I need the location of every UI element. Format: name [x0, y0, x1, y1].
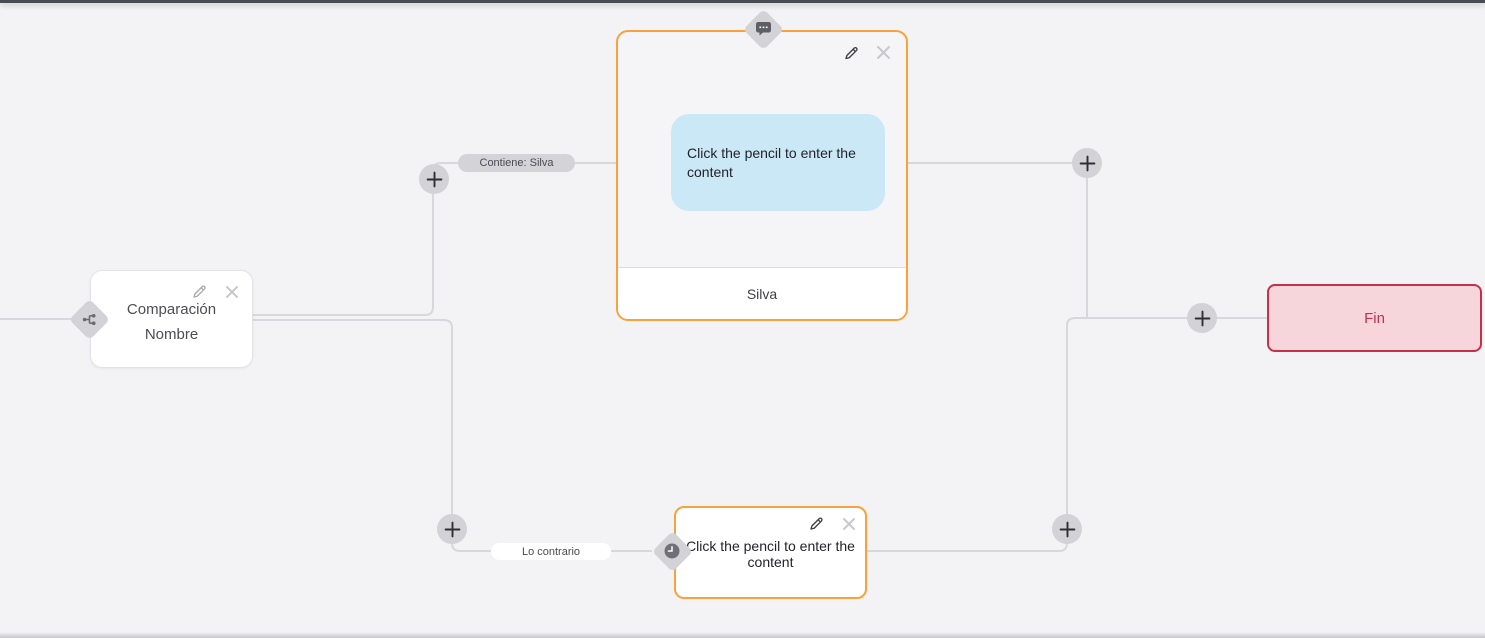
add-step-button-top-branch[interactable]: [419, 164, 449, 194]
close-icon[interactable]: [223, 283, 240, 300]
clock-icon: [664, 543, 680, 559]
edit-pencil-icon[interactable]: [808, 515, 825, 532]
message-footer: Silva: [618, 267, 906, 319]
plus-icon: [444, 521, 460, 537]
edge-label-otherwise-text: Lo contrario: [521, 545, 581, 558]
wire-condition-to-wait: [253, 319, 652, 552]
close-icon[interactable]: [840, 515, 857, 532]
message-footer-label: Silva: [746, 285, 778, 302]
plus-icon: [1079, 155, 1095, 171]
branch-icon: [82, 313, 96, 325]
close-icon[interactable]: [875, 44, 892, 61]
plus-icon: [1194, 310, 1210, 326]
plus-icon: [1059, 521, 1075, 537]
message-preview-bubble: Click the pencil to enter the content: [671, 114, 885, 211]
message-node[interactable]: Click the pencil to enter the content Si…: [616, 30, 908, 321]
add-step-button-bottom-branch[interactable]: [437, 514, 467, 544]
edit-pencil-icon[interactable]: [191, 283, 208, 300]
message-node-badge: [742, 8, 784, 50]
wire-message-to-merge: [908, 162, 1088, 318]
condition-title-line2: Nombre: [144, 326, 199, 343]
toolbar-bottom-edge: [0, 0, 1485, 3]
message-placeholder-text: Click the pencil to enter the content: [687, 144, 856, 180]
add-step-button-after-wait[interactable]: [1052, 514, 1082, 544]
wait-node-badge: [651, 530, 693, 572]
end-node[interactable]: Fin: [1267, 284, 1482, 352]
edit-pencil-icon[interactable]: [843, 44, 860, 61]
wire-condition-to-message: [253, 162, 616, 316]
canvas-bottom-edge: [0, 632, 1485, 638]
edge-label-contains-text: Contiene: Silva: [479, 157, 554, 169]
end-node-label: Fin: [1364, 309, 1385, 327]
wire-wait-to-end: [867, 317, 1267, 552]
add-step-button-after-message[interactable]: [1072, 148, 1102, 178]
condition-title-line1: Comparación: [126, 301, 217, 318]
wait-placeholder-text: Click the pencil to enter the content: [686, 538, 855, 570]
edge-label-contains: Contiene: Silva: [458, 154, 575, 172]
condition-node[interactable]: Comparación Nombre: [90, 270, 253, 368]
plus-icon: [426, 171, 442, 187]
add-step-button-before-end[interactable]: [1187, 303, 1217, 333]
condition-node-badge: [68, 298, 110, 340]
edge-label-otherwise: Lo contrario: [491, 543, 611, 560]
chat-bubble-icon: [755, 22, 771, 36]
wait-node[interactable]: Click the pencil to enter the content: [674, 506, 867, 599]
